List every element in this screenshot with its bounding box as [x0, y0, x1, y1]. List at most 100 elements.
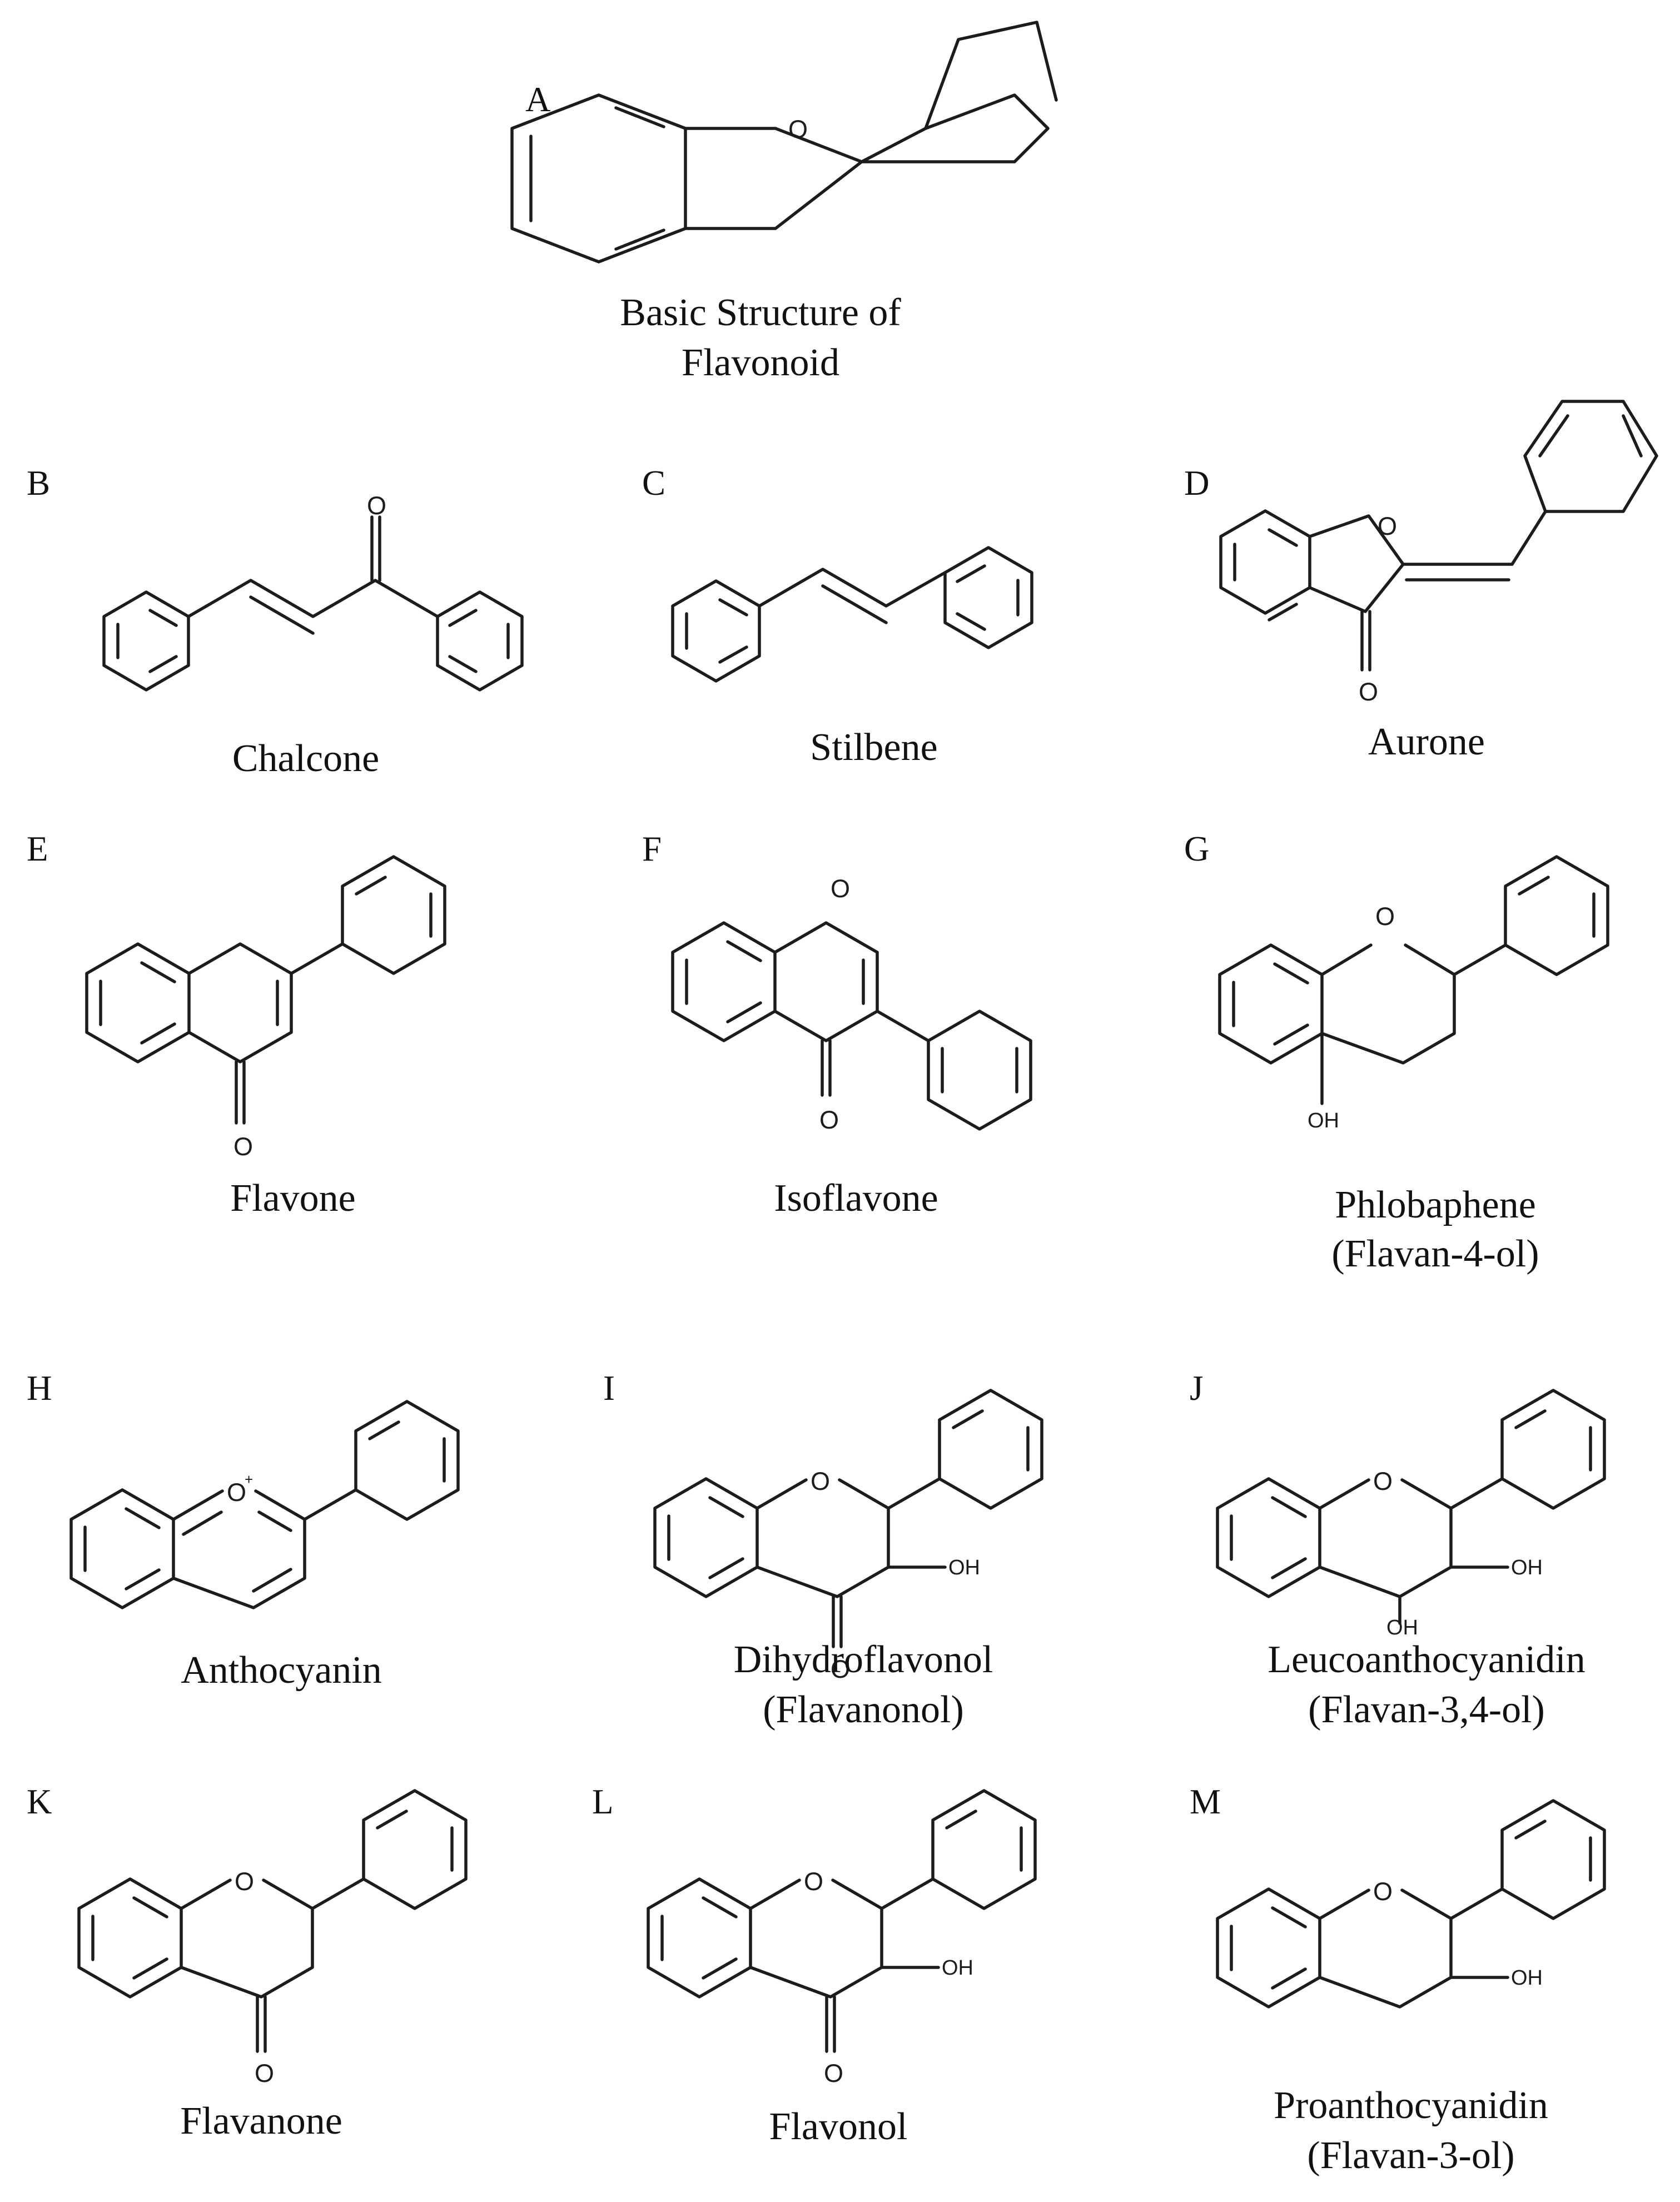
pyranone-ring — [187, 942, 293, 1063]
caption-d: Aurone — [1368, 720, 1485, 763]
right-benzene-ring — [436, 590, 524, 692]
carbonyl-oxygen-label: O — [831, 1655, 850, 1683]
left-benzene-ring — [671, 579, 761, 683]
hydroxyl-label: OH — [1511, 1966, 1543, 1990]
pyran-ring — [1320, 943, 1456, 1065]
panel-letter-m: M — [1190, 1782, 1221, 1821]
panel-g: G O OH Phlobaphene (Flavan-4-ol) — [1184, 829, 1609, 1275]
ring-oxygen-label: O — [227, 1478, 246, 1507]
panel-i: I O O OH Dihydroflavonol (Flavanonol) — [603, 1369, 1043, 1731]
pyranone-ring — [749, 1878, 883, 1999]
phenyl-ring — [290, 855, 446, 975]
ring-oxygen-label: O — [1378, 512, 1397, 540]
structure-leucoanthocyanidin: O OH OH — [1216, 1389, 1606, 1639]
carbonyl-oxygen-label: O — [255, 2059, 274, 2087]
hydroxyl-label: OH — [1308, 1109, 1339, 1132]
panel-h: H O + Anthocyanin — [27, 1369, 460, 1692]
ring-oxygen-label: O — [1373, 1877, 1393, 1906]
hydroxyl-label-3: OH — [1511, 1556, 1543, 1579]
left-benzene-ring — [102, 590, 190, 692]
caption-i-line2: (Flavanonol) — [763, 1688, 964, 1731]
phenyl-ring — [924, 21, 1058, 130]
benzo-ring — [647, 1877, 752, 1999]
enone-chain — [187, 579, 439, 635]
benzo-ring — [1216, 1887, 1321, 2009]
caption-g-line1: Phlobaphene — [1335, 1184, 1536, 1226]
structure-phlobaphene: O OH — [1218, 855, 1609, 1132]
panel-l: L O O OH Flavonol — [592, 1782, 1037, 2148]
carbonyl-oxygen-label: O — [1359, 678, 1378, 706]
right-benzene-ring — [943, 546, 1033, 649]
caption-c: Stilbene — [810, 726, 937, 769]
caption-j-line1: Leucoanthocyanidin — [1268, 1638, 1585, 1681]
structure-dihydroflavonol: O O OH — [653, 1389, 1043, 1683]
panel-letter-l: L — [592, 1782, 613, 1821]
phenyl-ring — [876, 1010, 1032, 1131]
caption-m-line1: Proanthocyanidin — [1274, 2084, 1548, 2127]
pyran-ring — [1318, 1478, 1453, 1598]
benzo-ring — [69, 1488, 175, 1609]
benzo-ring — [1216, 1477, 1321, 1598]
panel-letter-c: C — [642, 464, 665, 503]
benzo-ring — [671, 921, 777, 1042]
ring-carbonyl — [1360, 610, 1371, 672]
carbonyl-oxygen-label: O — [824, 2059, 843, 2087]
benzylidene-ring — [1510, 400, 1658, 566]
panel-letter-k: K — [27, 1782, 52, 1821]
structure-flavan-basic: O — [510, 21, 1058, 264]
caption-h: Anthocyanin — [181, 1649, 382, 1692]
structure-flavone: O — [85, 855, 446, 1161]
panel-letter-g: G — [1184, 829, 1210, 868]
panel-a: A O Basic Structure of Flavonoid — [510, 21, 1058, 384]
panel-k: K O O Flavanone — [27, 1782, 468, 2143]
structure-isoflavone: O O — [671, 874, 1032, 1134]
hydroxyl-bonds — [1398, 1565, 1509, 1625]
positive-charge-label: + — [245, 1471, 253, 1488]
ring-oxygen-label: O — [811, 1467, 830, 1495]
caption-e: Flavone — [230, 1177, 356, 1220]
exocyclic-double-bond — [1401, 563, 1514, 581]
panel-b: B O Chalcone — [27, 464, 524, 780]
pyrylium-ring — [172, 1489, 306, 1609]
caption-b: Chalcone — [232, 737, 379, 780]
structure-anthocyanin: O + — [69, 1400, 460, 1609]
benzo-ring — [77, 1877, 183, 1999]
caption-k: Flavanone — [180, 2100, 342, 2143]
pyran-ring — [1318, 1888, 1453, 2009]
caption-l: Flavonol — [769, 2105, 908, 2148]
ring-oxygen-label: O — [1375, 902, 1395, 931]
panel-letter-h: H — [27, 1369, 52, 1408]
carbonyl — [370, 515, 381, 582]
structure-chalcone: O — [102, 491, 524, 692]
ring-oxygen-label: O — [831, 874, 850, 903]
benzo-ring — [1219, 509, 1311, 622]
ring-carbonyl — [821, 1039, 832, 1097]
benzo-ring — [85, 942, 191, 1063]
structure-aurone: O O — [1219, 400, 1658, 706]
panel-m: M O OH Proanthocyanidin (Flavan-3-ol) — [1190, 1782, 1606, 2177]
ring-carbonyl — [256, 1995, 267, 2053]
ring-oxygen-label: O — [1373, 1467, 1393, 1495]
hydroxyl-label: OH — [942, 1956, 973, 1980]
phenyl-ring — [311, 1789, 468, 1910]
caption-i-line1: Dihydroflavonol — [734, 1638, 993, 1681]
caption-m-line2: (Flavan-3-ol) — [1307, 2134, 1514, 2177]
phenyl-ring — [1449, 1389, 1606, 1510]
benzo-ring — [653, 1477, 759, 1598]
phenyl-ring — [303, 1400, 460, 1521]
caption-j-line2: (Flavan-3,4-ol) — [1308, 1688, 1545, 1731]
pyranone-ring — [755, 1478, 890, 1598]
ring-carbonyl — [832, 1595, 843, 1648]
ring-carbonyl — [235, 1060, 246, 1125]
caption-f: Isoflavone — [774, 1177, 938, 1220]
caption-g-line2: (Flavan-4-ol) — [1331, 1232, 1539, 1275]
ethenyl-bridge — [758, 568, 947, 624]
structure-flavonol: O O OH — [647, 1789, 1037, 2087]
panel-j: J O OH OH Leucoanthocyanidin (Flavan-3,4… — [1190, 1369, 1606, 1731]
panel-d: D O O Aurone — [1184, 400, 1658, 763]
panel-letter-b: B — [27, 464, 50, 503]
ring-oxygen-label: O — [804, 1867, 823, 1896]
benzo-ring — [1218, 943, 1324, 1065]
structure-flavanone: O O — [77, 1789, 468, 2087]
